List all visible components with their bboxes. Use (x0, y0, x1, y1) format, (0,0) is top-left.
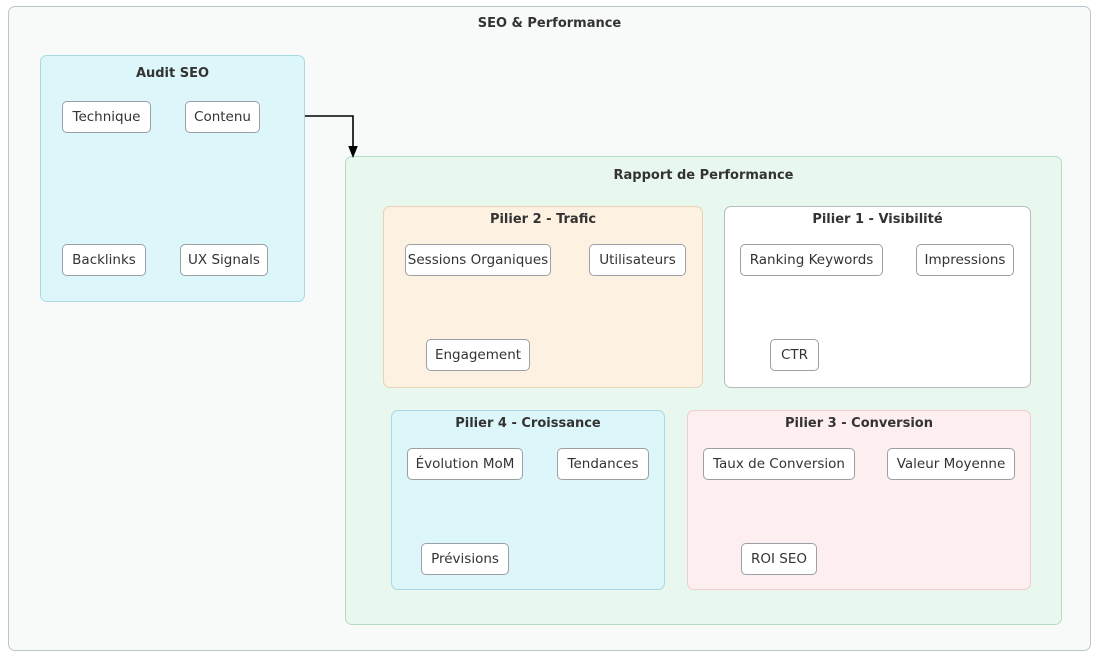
node-impressions[interactable]: Impressions (916, 244, 1014, 276)
edge-audit-seo-to-rapport-arrow (305, 115, 358, 158)
cluster-pilier-3-title: Pilier 3 - Conversion (785, 416, 933, 431)
cluster-pilier-4-title: Pilier 4 - Croissance (455, 416, 601, 431)
node-ctr[interactable]: CTR (770, 339, 819, 371)
node-ux-signals[interactable]: UX Signals (180, 244, 268, 276)
cluster-rapport-title: Rapport de Performance (613, 168, 794, 183)
diagram-title: SEO & Performance (477, 16, 622, 31)
cluster-audit-seo-title: Audit SEO (135, 66, 210, 81)
node-valeur-moyenne[interactable]: Valeur Moyenne (887, 448, 1015, 480)
node-backlinks[interactable]: Backlinks (62, 244, 146, 276)
cluster-pilier-3-conversion[interactable]: Pilier 3 - Conversion (687, 410, 1031, 590)
node-roi-seo[interactable]: ROI SEO (741, 543, 817, 575)
node-tendances[interactable]: Tendances (557, 448, 649, 480)
node-evolution-mom[interactable]: Évolution MoM (407, 448, 523, 480)
cluster-pilier-1-title: Pilier 1 - Visibilité (812, 212, 943, 227)
edge-line (305, 115, 354, 148)
node-previsions[interactable]: Prévisions (421, 543, 509, 575)
node-contenu[interactable]: Contenu (185, 101, 260, 133)
node-taux-de-conversion[interactable]: Taux de Conversion (703, 448, 855, 480)
arrowhead-icon (348, 146, 358, 158)
cluster-pilier-2-title: Pilier 2 - Trafic (489, 212, 597, 227)
node-engagement[interactable]: Engagement (426, 339, 530, 371)
node-technique[interactable]: Technique (62, 101, 151, 133)
node-sessions-organiques[interactable]: Sessions Organiques (405, 244, 551, 276)
node-utilisateurs[interactable]: Utilisateurs (589, 244, 686, 276)
node-ranking-keywords[interactable]: Ranking Keywords (740, 244, 883, 276)
